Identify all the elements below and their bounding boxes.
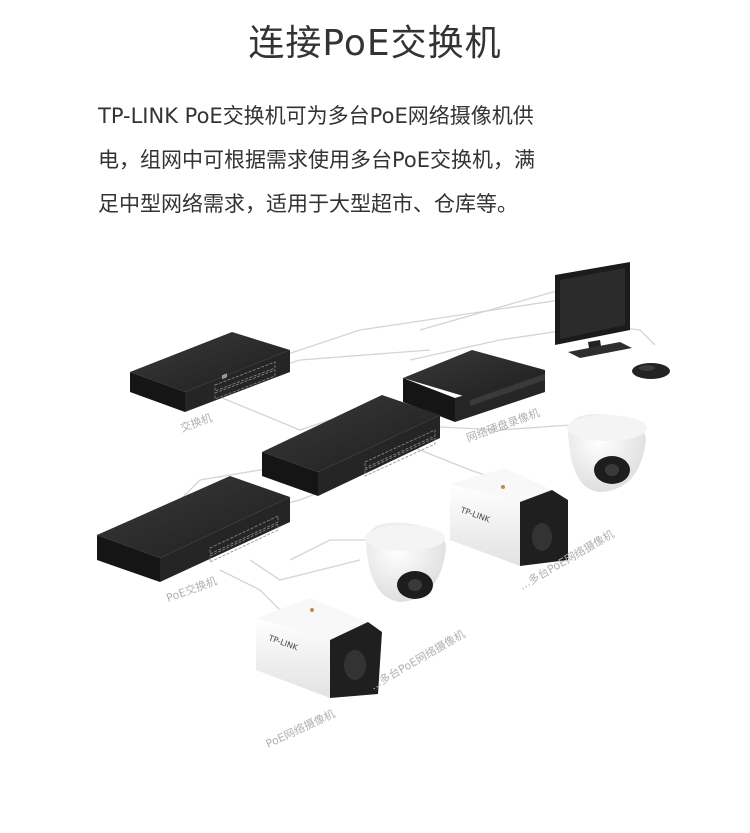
label-poe-switch: PoE交换机 xyxy=(164,574,219,605)
dome-camera-right xyxy=(567,414,647,492)
description-line-3: 足中型网络需求，适用于大型超市、仓库等。 xyxy=(98,192,518,216)
poe-switch-device xyxy=(97,476,290,582)
description: TP-LINK PoE交换机可为多台PoE网络摄像机供 电，组网中可根据需求使用… xyxy=(98,94,658,226)
nvr-device xyxy=(403,350,545,422)
switch-device xyxy=(130,332,290,412)
bullet-camera-left xyxy=(256,598,382,698)
page-title: 连接PoE交换机 xyxy=(248,23,502,64)
description-line-2: 电，组网中可根据需求使用多台PoE交换机，满 xyxy=(98,148,536,172)
label-switch: 交换机 xyxy=(178,410,214,434)
label-multi-camera-left: ...多台PoE网络摄像机 xyxy=(368,627,468,693)
dome-camera-left xyxy=(365,522,446,602)
center-switch-device xyxy=(262,395,440,496)
label-camera: PoE网络摄像机 xyxy=(263,706,337,750)
mouse xyxy=(632,363,670,379)
description-line-1: TP-LINK PoE交换机可为多台PoE网络摄像机供 xyxy=(98,104,534,128)
bullet-camera-right xyxy=(450,468,568,566)
monitor xyxy=(555,262,632,358)
